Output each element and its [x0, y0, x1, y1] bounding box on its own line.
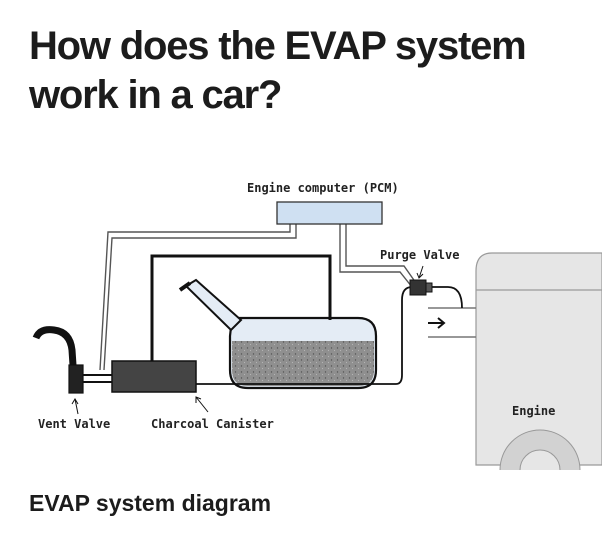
engine [475, 252, 602, 470]
charcoal-canister-label: Charcoal Canister [151, 417, 274, 431]
airflow-arrow [428, 317, 446, 329]
fuel-tank [178, 278, 378, 390]
purge-valve [409, 279, 433, 296]
purge-to-intake-hose [430, 286, 463, 309]
vapor-line [150, 254, 332, 365]
purge-line [196, 286, 413, 385]
pcm-box [276, 201, 383, 225]
page-title: How does the EVAP system work in a car? [29, 24, 527, 117]
vent-valve-label: Vent Valve [38, 417, 110, 431]
engine-label: Engine [512, 404, 555, 418]
vent-hose [32, 326, 77, 366]
leader-lines [71, 265, 424, 415]
vent-valve [68, 364, 112, 394]
intake-manifold [428, 307, 476, 338]
pcm-wiring [99, 222, 417, 371]
charcoal-canister [111, 360, 197, 393]
pcm-label: Engine computer (PCM) [247, 181, 399, 195]
diagram-caption: EVAP system diagram [29, 490, 272, 516]
purge-valve-label: Purge Valve [380, 248, 459, 262]
evap-diagram: Engine computer (PCM) Purge Valve Vent V… [32, 181, 602, 470]
